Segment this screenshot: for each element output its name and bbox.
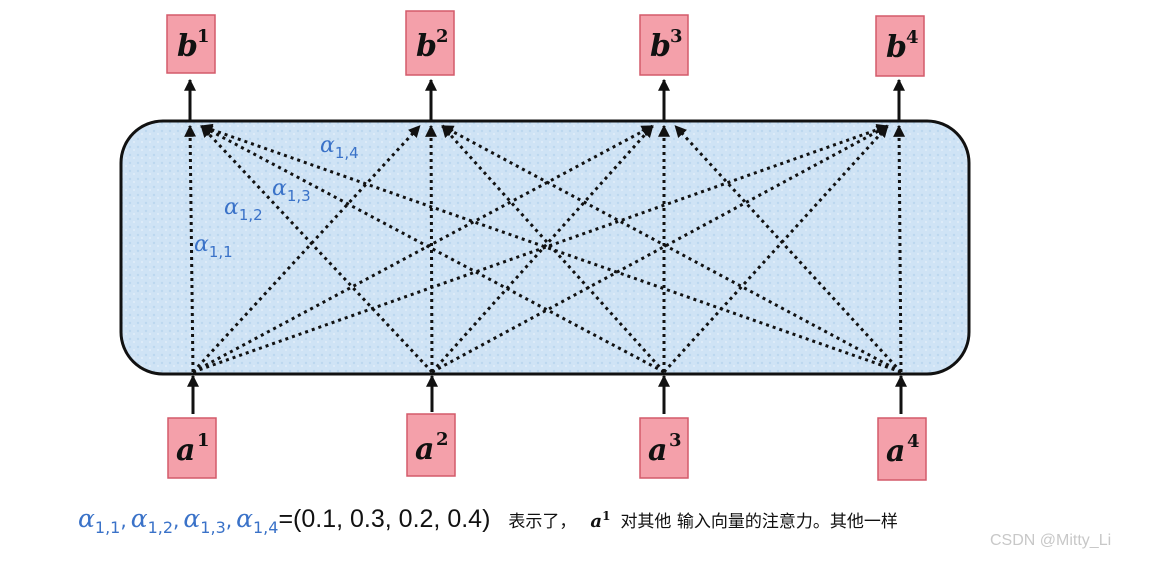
caption-alpha-1-1: α1,1 [78,504,121,537]
attention-link-a4-b1 [200,123,902,374]
caption-separator: , [225,508,233,532]
attention-link-a2-b2 [425,124,438,373]
caption-vector: a1 [590,509,611,532]
output-vectors: b 1 b 2 b 3 b 4 [166,10,925,77]
alpha-label-1-1: α1,1 [194,232,233,261]
attention-link-a2-b3 [430,124,654,374]
attention-link-a4-b2 [441,124,902,374]
alpha-label-1-2: α1,2 [224,195,263,224]
output-label: b [416,29,437,64]
attention-link-a1-b3 [192,124,654,374]
caption-alpha-1-3: α1,3 [183,504,226,537]
attention-link-a4-b4 [893,124,906,373]
output-label: b [650,29,671,64]
output-box-b2: b 2 [405,10,455,76]
caption-text-before: 表示了， [508,512,577,532]
caption-attention-values: =(0.1, 0.3, 0.2, 0.4) [278,505,491,533]
input-superscript: 2 [436,429,449,450]
output-superscript: 1 [197,26,210,47]
alpha-label-1-4: α1,4 [320,133,359,162]
output-box-b4: b 4 [875,15,925,77]
caption-alpha-1-4: α1,4 [236,504,279,537]
output-superscript: 3 [670,26,683,47]
caption-alpha-1-2: α1,2 [130,504,174,537]
input-box-a1: a 1 [167,417,217,479]
attention-link-a2-b4 [431,124,889,374]
input-box-a3: a 3 [639,417,689,479]
attention-link-a2-b1 [200,124,434,374]
output-box-b1: b 1 [166,14,216,74]
input-superscript: 3 [669,430,682,451]
input-label: a [648,433,667,468]
attention-link-a1-b1 [184,124,197,373]
attention-link-a3-b1 [200,124,665,374]
input-vectors: a 1 a 2 a 3 a 4 [167,413,927,481]
attention-connections [184,123,906,374]
alpha-label-1-3: α1,3 [272,176,311,205]
output-label: b [886,30,907,65]
output-box-b3: b 3 [639,14,689,76]
input-label: a [176,433,195,468]
watermark: CSDN @Mitty_Li [990,532,1112,549]
caption-separator: , [173,508,180,532]
attention-link-a3-b2 [441,124,666,374]
input-label: a [886,434,905,469]
alpha-labels: α1,1 α1,2 α1,3 α1,4 [194,133,359,261]
caption: α1,1 , α1,2 , α1,3 , α1,4 =(0.1, 0.3, 0.… [78,504,898,544]
input-box-a2: a 2 [406,413,456,477]
input-label: a [415,432,434,467]
output-superscript: 4 [906,27,919,48]
caption-separator: , [120,508,127,532]
input-superscript: 4 [907,431,920,452]
output-label: b [177,29,198,64]
caption-text-after: 对其他 输入向量的注意力。其他一样 [620,512,898,532]
input-box-a4: a 4 [877,417,927,481]
input-superscript: 1 [197,430,210,451]
io-arrows [184,78,907,414]
output-superscript: 2 [436,26,449,47]
